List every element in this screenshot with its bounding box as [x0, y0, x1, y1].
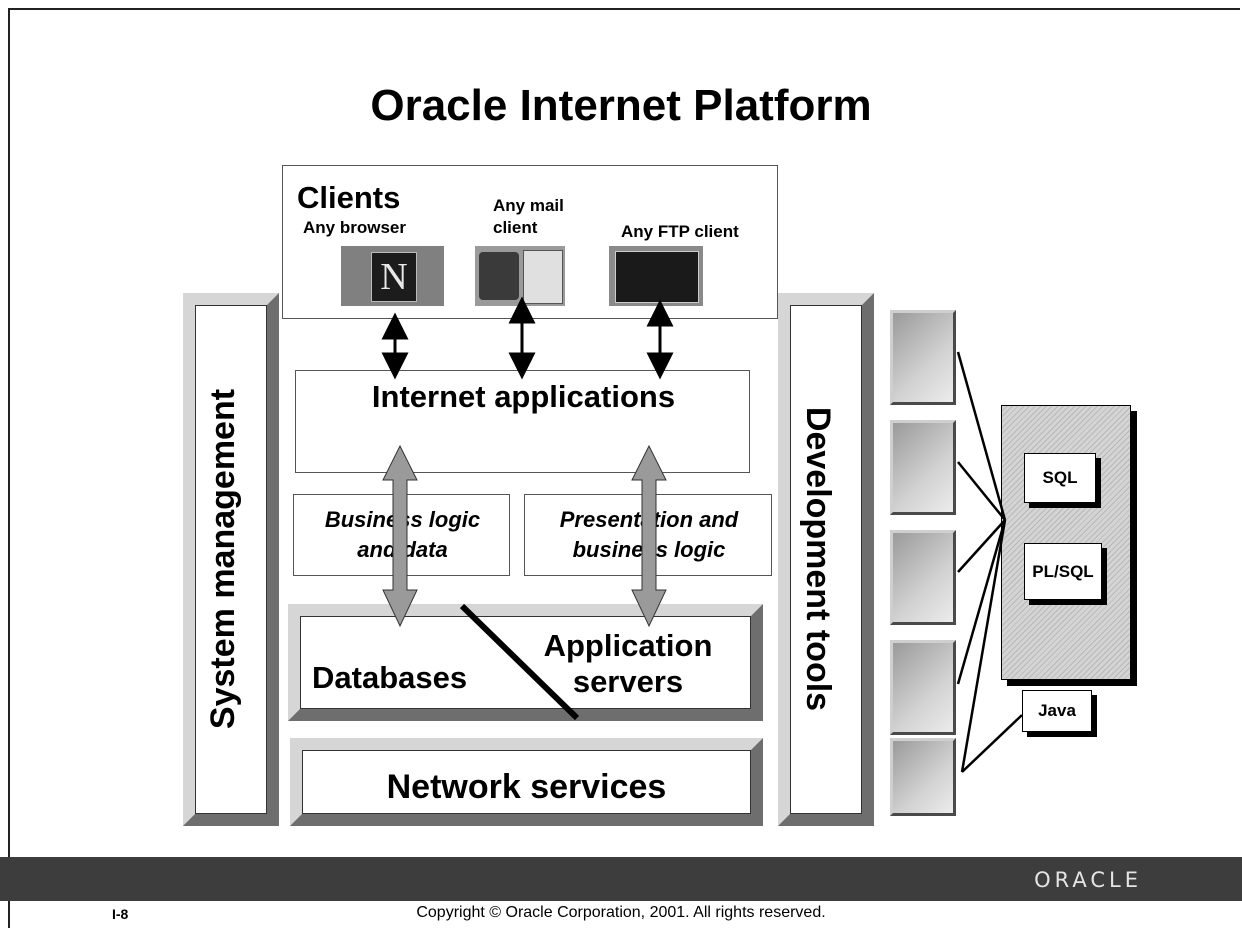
magnifier-icon: [890, 640, 956, 735]
coffee-cups-icon: [890, 738, 956, 816]
app-servers-line-2: servers: [572, 664, 684, 699]
browser-logo: N: [341, 246, 444, 306]
ftp-label: Any FTP client: [621, 222, 739, 241]
mail-label-line-1: Any mail: [493, 196, 564, 215]
databases-label: Databases: [312, 660, 468, 695]
system-management-inner: [195, 305, 267, 814]
browser-label: Any browser: [303, 218, 406, 237]
network-services-label: Network services: [386, 768, 667, 806]
development-tools-label: Development tools: [799, 406, 837, 712]
document-icon: [890, 530, 956, 625]
diagram-icon: [890, 420, 956, 515]
outlook-logo: [523, 250, 563, 304]
slide-frame: [8, 8, 1240, 928]
slide-number: I-8: [112, 906, 129, 922]
language-panel: [1001, 405, 1131, 680]
eudora-logo: [479, 252, 519, 300]
sql-box: SQL: [1024, 453, 1096, 503]
development-tools-column: Development tools: [778, 293, 874, 826]
ftp-client-screen: [609, 246, 703, 306]
internet-applications-label: Internet applications: [371, 379, 676, 414]
hammer-icon: [890, 310, 956, 405]
business-logic-box: Business logic and data: [293, 494, 510, 576]
plsql-box: PL/SQL: [1024, 543, 1102, 600]
browser-logo-letter: N: [380, 256, 408, 298]
internet-applications-box: Internet applications: [295, 370, 750, 473]
business-logic-line-1: Business logic: [324, 507, 481, 532]
system-management-column: System management: [183, 293, 279, 826]
slide-title: Oracle Internet Platform: [370, 81, 872, 130]
app-servers-line-1: Application: [543, 628, 713, 663]
clients-box: Clients Any browser Any mail client Any …: [282, 165, 778, 319]
presentation-line-1: Presentation and: [559, 507, 739, 532]
presentation-logic-box: Presentation and business logic: [524, 494, 772, 576]
ftp-terminal: [615, 251, 699, 303]
databases-appservers-panel: Databases Application servers: [288, 604, 763, 721]
java-box: Java: [1022, 690, 1092, 732]
mail-client-logos: [475, 246, 565, 306]
copyright-text: Copyright © Oracle Corporation, 2001. Al…: [416, 904, 826, 921]
mail-label-line-2: client: [493, 218, 538, 237]
network-services-inner: [302, 750, 751, 814]
oracle-logo: ORACLE: [1034, 868, 1142, 892]
presentation-line-2: business logic: [572, 537, 726, 562]
browser-logo-tile: N: [371, 252, 417, 302]
system-management-label: System management: [204, 388, 242, 730]
development-tools-inner: [790, 305, 862, 814]
network-services-panel: Network services: [290, 738, 763, 826]
business-logic-line-2: and data: [357, 537, 448, 562]
clients-heading: Clients: [297, 180, 401, 215]
footer-bar: [0, 857, 1242, 901]
